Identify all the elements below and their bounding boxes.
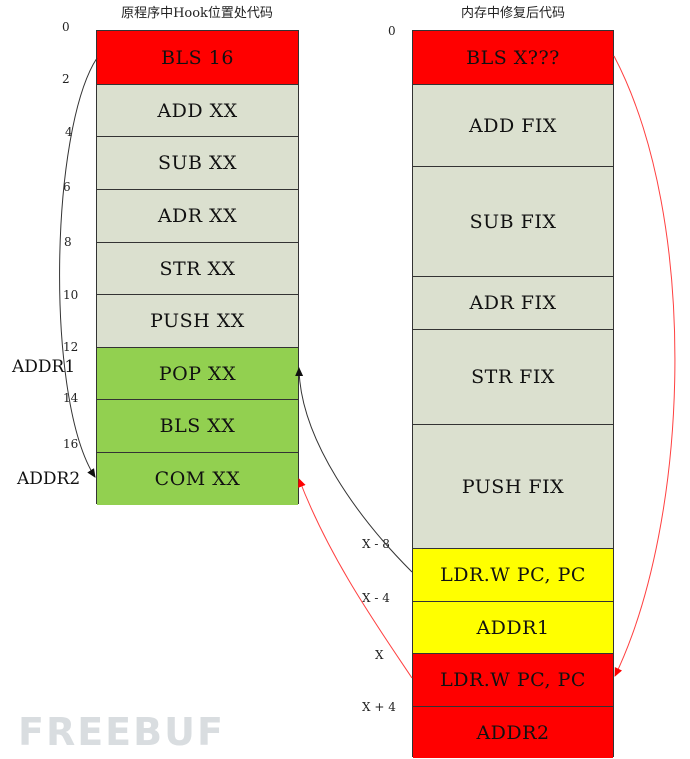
arrow-ldr1-to-pop xyxy=(295,367,413,573)
left-column-title: 原程序中Hook位置处代码 xyxy=(121,6,273,21)
offset-label-12: 12 xyxy=(63,340,79,354)
left-cell-adr: ADR XX xyxy=(97,189,298,242)
arrow-bls-x-to-ldr2 xyxy=(613,55,676,677)
offset-label-2: 2 xyxy=(62,72,70,86)
fixed-code-column: BLS X??? ADD FIX SUB FIX ADR FIX STR FIX… xyxy=(412,30,614,758)
left-cell-bls: BLS XX xyxy=(97,399,298,452)
right-cell-sub-fix: SUB FIX xyxy=(413,166,613,276)
offset-label-r0: 0 xyxy=(388,24,396,38)
left-cell-com: COM XX xyxy=(97,452,298,505)
right-cell-push-fix: PUSH FIX xyxy=(413,424,613,548)
offset-label-8: 8 xyxy=(64,235,72,249)
left-cell-pop: POP XX xyxy=(97,347,298,399)
right-cell-ldr-2: LDR.W PC, PC xyxy=(413,653,613,706)
freebuf-watermark: FREEBUF xyxy=(18,710,225,754)
addr1-label: ADDR1 xyxy=(12,357,76,377)
right-cell-add-fix: ADD FIX xyxy=(413,84,613,166)
left-cell-push: PUSH XX xyxy=(97,294,298,347)
right-cell-bls-x: BLS X??? xyxy=(413,31,613,84)
offset-label-x-minus-4: X - 4 xyxy=(362,591,390,605)
offset-label-14: 14 xyxy=(63,391,79,405)
offset-label-4: 4 xyxy=(65,125,73,139)
left-cell-add: ADD XX xyxy=(97,84,298,136)
right-cell-adr-fix: ADR FIX xyxy=(413,276,613,329)
right-cell-addr1: ADDR1 xyxy=(413,601,613,653)
left-cell-sub: SUB XX xyxy=(97,136,298,189)
addr2-label: ADDR2 xyxy=(17,469,81,489)
offset-label-x-plus-4: X + 4 xyxy=(362,700,396,714)
arrow-bls16-to-com xyxy=(59,57,98,478)
offset-label-16: 16 xyxy=(63,437,79,451)
right-cell-addr2: ADDR2 xyxy=(413,706,613,758)
offset-label-0: 0 xyxy=(62,20,70,34)
arrow-ldr2-to-com xyxy=(298,478,413,679)
offset-label-10: 10 xyxy=(63,288,79,302)
left-cell-bls-16: BLS 16 xyxy=(97,31,298,84)
right-cell-str-fix: STR FIX xyxy=(413,329,613,424)
right-column-title: 内存中修复后代码 xyxy=(460,6,565,21)
right-cell-ldr-1: LDR.W PC, PC xyxy=(413,548,613,601)
left-cell-str: STR XX xyxy=(97,242,298,294)
offset-label-x: X xyxy=(375,648,384,662)
offset-label-6: 6 xyxy=(63,180,71,194)
original-code-column: BLS 16 ADD XX SUB XX ADR XX STR XX PUSH … xyxy=(96,30,299,505)
